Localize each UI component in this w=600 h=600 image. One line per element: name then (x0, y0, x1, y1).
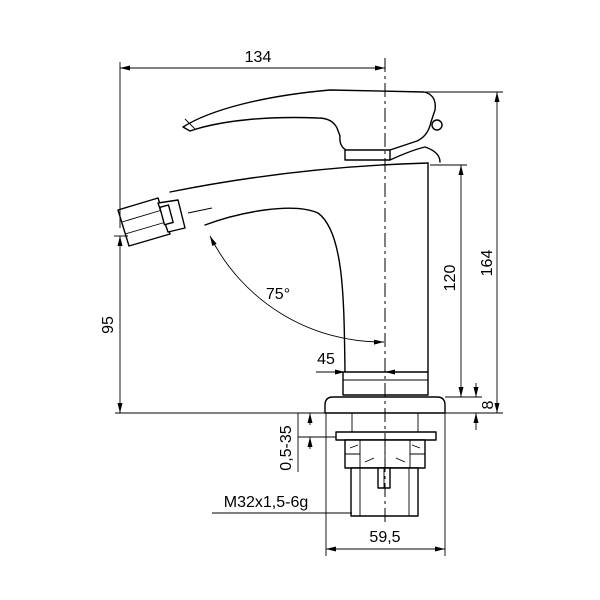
spout-upper-edge (169, 162, 429, 193)
dimension-label-164: 164 (479, 250, 496, 277)
dimension-base-diameter: 59,5 (325, 413, 446, 556)
dimension-label-59-5: 59,5 (369, 529, 400, 546)
dimension-body-height: 120 (430, 164, 467, 397)
dimension-offset: 45 (316, 351, 400, 375)
dimension-spout-height: 95 (100, 235, 128, 413)
dimension-mounting-range: 0,5-35 (278, 413, 336, 472)
thread-lines (359, 468, 410, 516)
dimension-spout-angle: 75° (187, 207, 385, 345)
lever-handle (182, 89, 436, 151)
dimension-label-8: 8 (480, 400, 497, 409)
dimension-flange-thickness: 8 (445, 383, 497, 430)
nut-chamfer (349, 444, 421, 463)
aerator-ring-line (121, 209, 163, 223)
aerator-ring-line-2 (124, 221, 167, 235)
dimension-total-height: 164 (425, 91, 503, 414)
spout-axis-line (187, 207, 213, 214)
angle-arc (209, 235, 385, 345)
dimension-label-75-degrees: 75° (266, 286, 290, 303)
dimension-top-length: 134 (119, 49, 385, 228)
body-top-dome (389, 146, 441, 163)
handle-knob (431, 119, 443, 131)
mounting-washer (335, 431, 437, 441)
thread-callout: M32x1,5-6g (212, 494, 352, 514)
thread-label: M32x1,5-6g (224, 494, 309, 511)
dimension-label-134: 134 (245, 49, 272, 66)
cartridge-cap (344, 149, 391, 161)
lever-tip-edge (184, 118, 196, 130)
dimension-label-120: 120 (442, 265, 459, 292)
dimension-label-95: 95 (100, 316, 117, 334)
dimension-label-mounting-range: 0,5-35 (278, 425, 295, 470)
aerator-clip (159, 204, 174, 226)
dimension-label-45: 45 (317, 351, 335, 368)
mounting-stem-link (351, 413, 419, 432)
